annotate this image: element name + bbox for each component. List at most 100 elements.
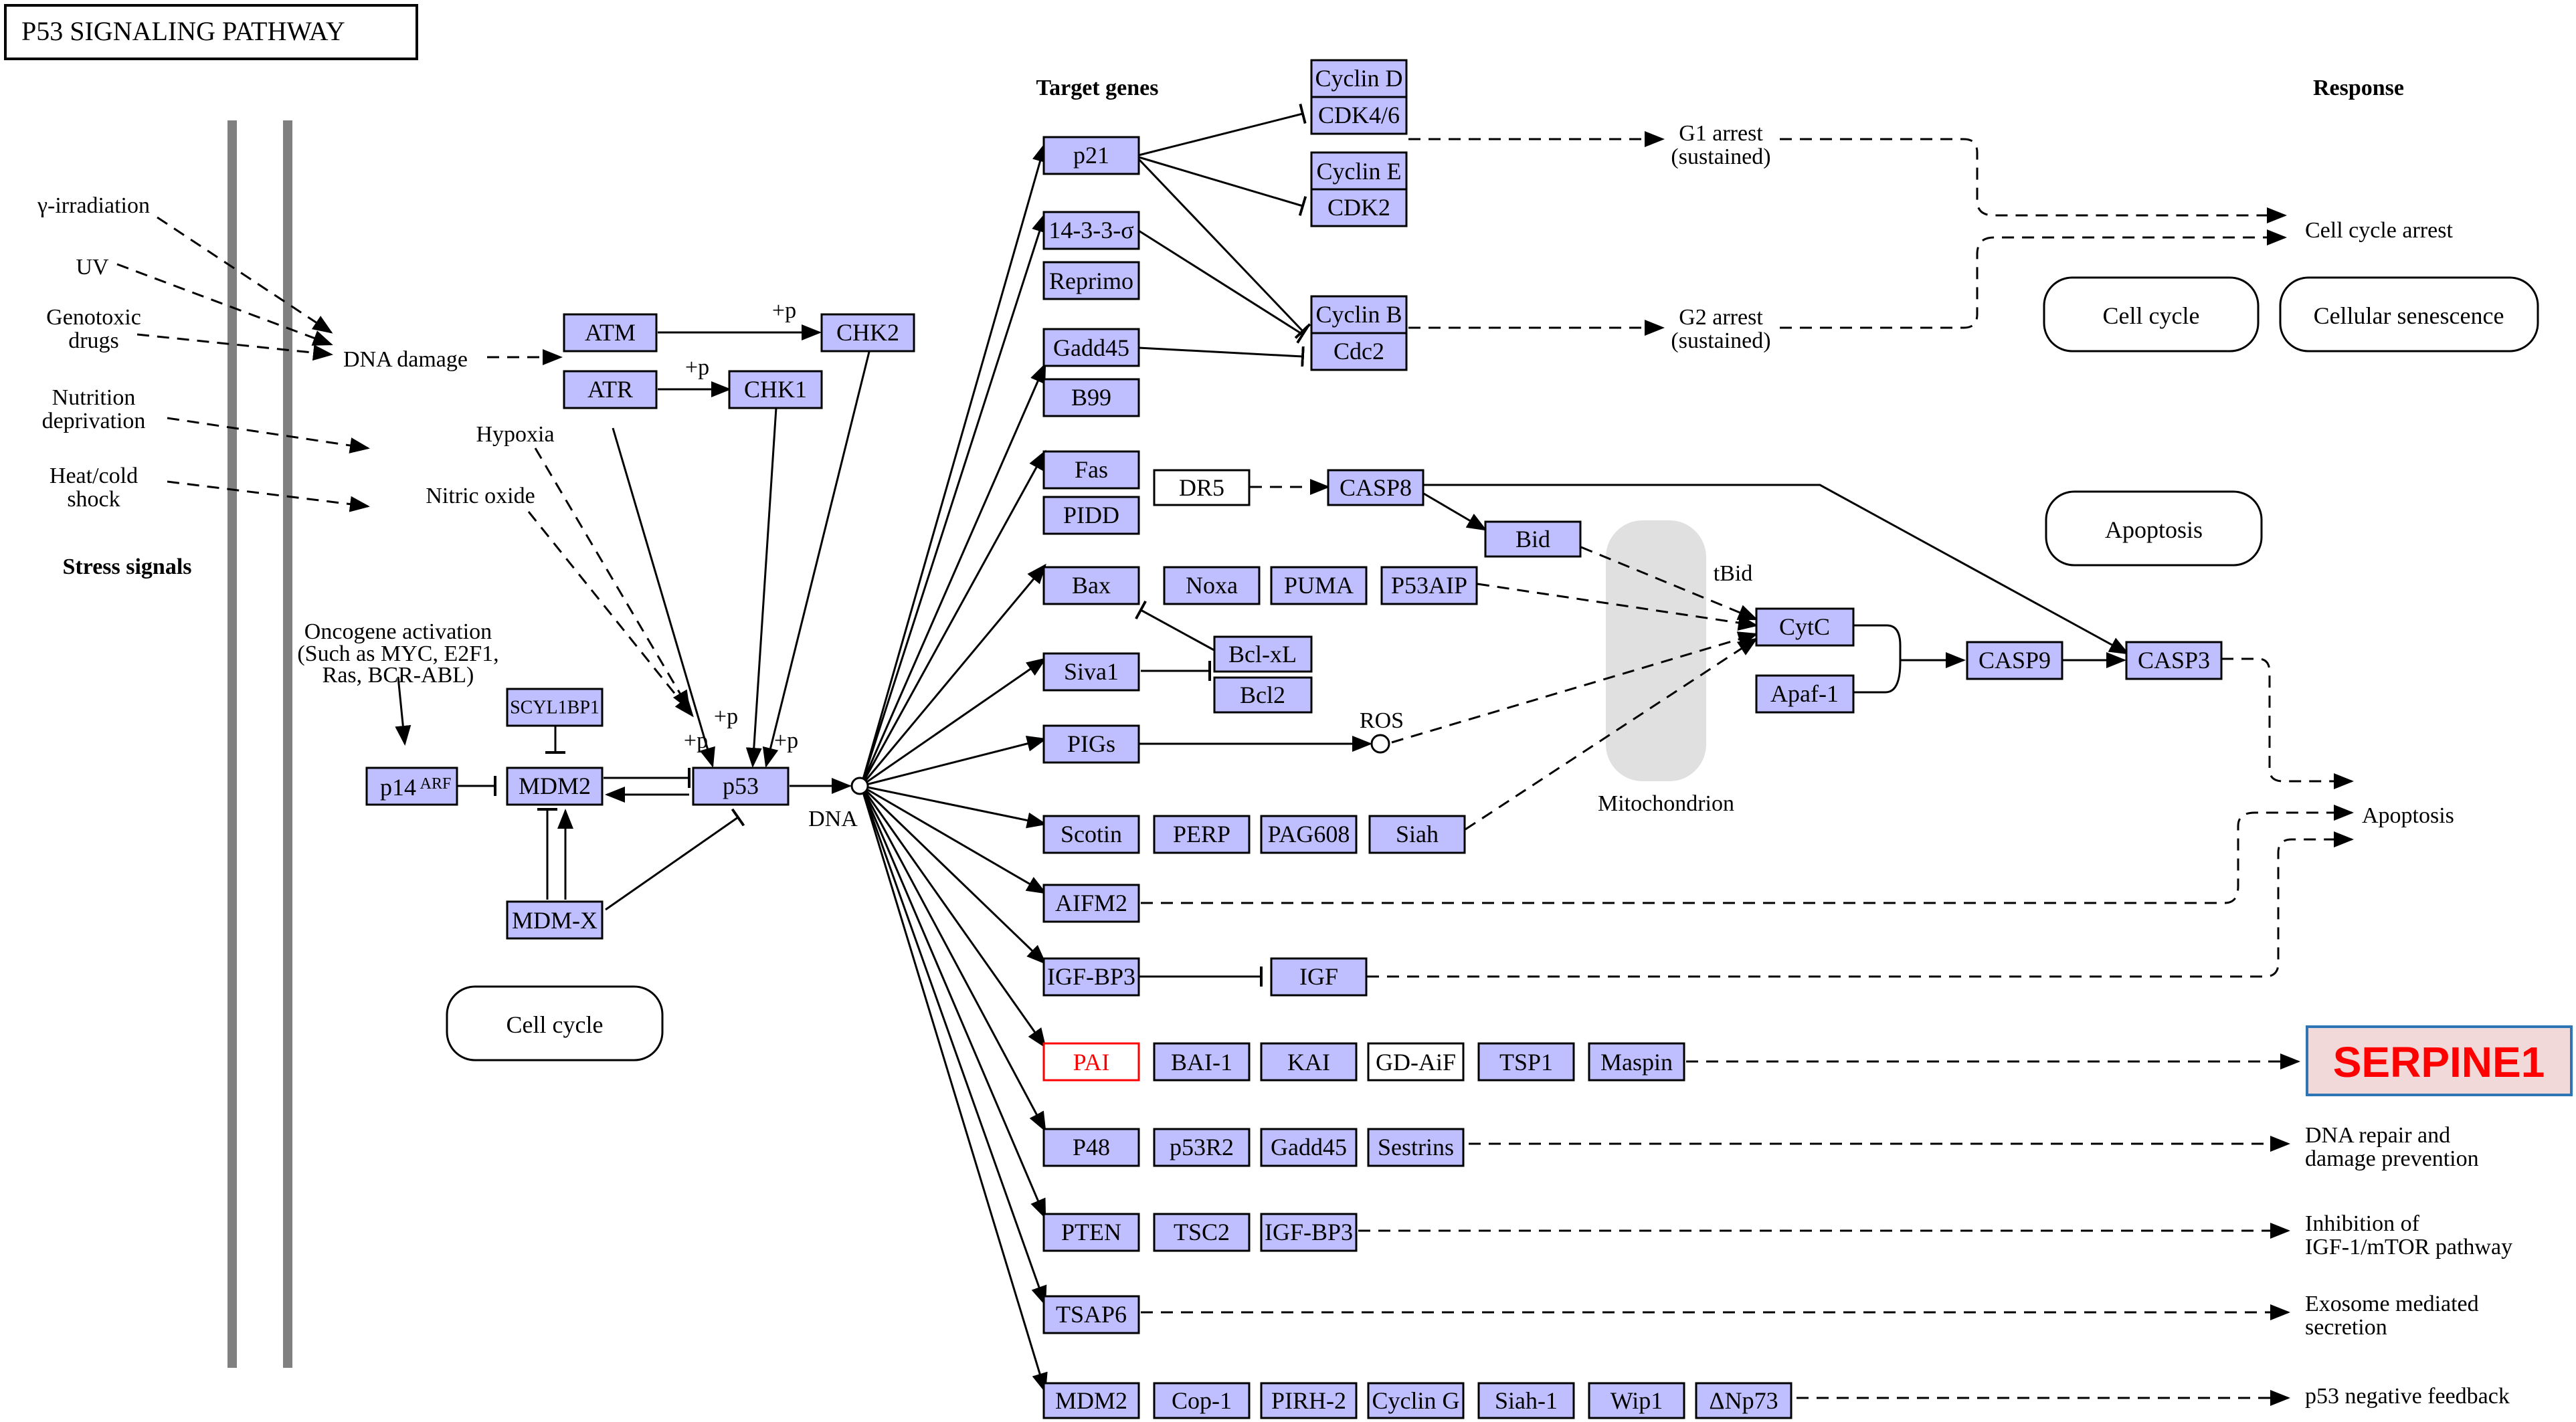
gene-b99[interactable]: B99 (1042, 378, 1140, 417)
gene-noxa[interactable]: Noxa (1163, 566, 1261, 605)
gene-gadd45[interactable]: Gadd45 (1042, 328, 1140, 367)
gene-siva1[interactable]: Siva1 (1042, 652, 1140, 692)
gene-cyclin-g[interactable]: Cyclin G (1367, 1382, 1465, 1419)
gene-p21[interactable]: p21 (1042, 136, 1140, 175)
gene-cyclin-e[interactable]: Cyclin E (1310, 151, 1408, 191)
svg-text:ATR: ATR (587, 376, 633, 403)
svg-text:Apoptosis: Apoptosis (2105, 516, 2203, 543)
dna-node (850, 777, 869, 795)
svg-text:p53R2: p53R2 (1170, 1134, 1234, 1160)
gene-p53aip[interactable]: P53AIP (1380, 566, 1478, 605)
gene-scotin[interactable]: Scotin (1042, 815, 1140, 854)
gene-tsp1[interactable]: TSP1 (1477, 1042, 1575, 1082)
gene-pidd[interactable]: PIDD (1042, 496, 1140, 535)
gene-cdc2[interactable]: Cdc2 (1310, 332, 1408, 371)
gene-igf-bp3-b[interactable]: IGF-BP3 (1260, 1213, 1358, 1252)
gene-cdk2[interactable]: CDK2 (1310, 188, 1408, 227)
gene-puma[interactable]: PUMA (1270, 566, 1368, 605)
gene-atr[interactable]: ATR (563, 370, 658, 409)
dna-damage-label: DNA damage (343, 347, 468, 372)
header-response: Response (2313, 76, 2404, 100)
gene-cyclin-d[interactable]: Cyclin D (1310, 59, 1408, 98)
gene-tsc2[interactable]: TSC2 (1153, 1213, 1251, 1252)
gene-cop1[interactable]: Cop-1 (1153, 1382, 1251, 1419)
cell-membrane (227, 120, 292, 1368)
gene-perp[interactable]: PERP (1153, 815, 1251, 854)
gene-pirh2[interactable]: PIRH-2 (1260, 1382, 1358, 1419)
svg-text:Bid: Bid (1515, 526, 1550, 552)
gene-mdm2[interactable]: MDM2 (506, 767, 604, 806)
svg-text:CDK2: CDK2 (1327, 194, 1390, 221)
gene-chk1[interactable]: CHK1 (728, 370, 823, 409)
gene-bax[interactable]: Bax (1042, 566, 1140, 605)
gene-p48[interactable]: P48 (1042, 1128, 1140, 1167)
gene-cytc[interactable]: CytC (1755, 607, 1855, 647)
cell-cycle-box-left[interactable]: Cell cycle (446, 985, 664, 1061)
gene-kai[interactable]: KAI (1260, 1042, 1358, 1082)
gene-bid[interactable]: Bid (1484, 520, 1582, 558)
svg-text:Cell cycle: Cell cycle (507, 1011, 604, 1038)
gene-chk2[interactable]: CHK2 (820, 313, 915, 352)
gene-dnp73[interactable]: ΔNp73 (1695, 1382, 1792, 1419)
gene-siah[interactable]: Siah (1368, 815, 1466, 854)
stress-shock: shock (67, 487, 120, 512)
gene-igf-bp3[interactable]: IGF-BP3 (1042, 957, 1140, 997)
gene-cyclin-b[interactable]: Cyclin B (1310, 295, 1408, 334)
gene-bcl2[interactable]: Bcl2 (1213, 676, 1313, 714)
svg-text:CASP8: CASP8 (1340, 474, 1412, 501)
apoptosis-box[interactable]: Apoptosis (2045, 490, 2263, 567)
gene-pten[interactable]: PTEN (1042, 1213, 1140, 1252)
gene-tsap6[interactable]: TSAP6 (1042, 1295, 1140, 1334)
gene-atm[interactable]: ATM (563, 313, 658, 352)
gene-mdmx[interactable]: MDM-X (506, 900, 604, 940)
gene-sestrins[interactable]: Sestrins (1367, 1128, 1465, 1167)
mitochondrion-shape (1606, 520, 1706, 781)
gene-pai[interactable]: PAI (1042, 1042, 1140, 1082)
gene-casp8[interactable]: CASP8 (1327, 469, 1424, 506)
svg-text:TSAP6: TSAP6 (1056, 1301, 1127, 1328)
svg-text:Cyclin G: Cyclin G (1372, 1387, 1460, 1414)
gene-p53r2[interactable]: p53R2 (1153, 1128, 1251, 1167)
header-stress-signals: Stress signals (62, 554, 191, 579)
stress-drugs: drugs (68, 328, 119, 353)
svg-text:Gadd45: Gadd45 (1053, 334, 1129, 361)
gene-14-3-3-sigma[interactable]: 14-3-3-σ (1042, 211, 1140, 250)
gene-fas[interactable]: Fas (1042, 450, 1140, 490)
gene-maspin[interactable]: Maspin (1588, 1042, 1685, 1082)
cell-cycle-box-right[interactable]: Cell cycle (2043, 276, 2260, 352)
gene-apaf1[interactable]: Apaf-1 (1755, 674, 1855, 714)
gene-dr5[interactable]: DR5 (1153, 469, 1251, 506)
svg-text:Siva1: Siva1 (1064, 658, 1119, 685)
gene-aifm2[interactable]: AIFM2 (1042, 884, 1140, 923)
svg-text:p14: p14 (380, 774, 416, 801)
gene-igf[interactable]: IGF (1270, 957, 1368, 997)
edges (116, 103, 2354, 1406)
response-igf-1: Inhibition of (2305, 1211, 2420, 1236)
svg-text:IGF: IGF (1299, 963, 1338, 990)
gene-gadd45-b[interactable]: Gadd45 (1260, 1128, 1358, 1167)
gene-mdm2-b[interactable]: MDM2 (1042, 1382, 1140, 1419)
gene-bai1[interactable]: BAI-1 (1153, 1042, 1251, 1082)
svg-text:Cyclin E: Cyclin E (1317, 158, 1402, 185)
gene-reprimo[interactable]: Reprimo (1042, 261, 1140, 300)
svg-text:p21: p21 (1073, 142, 1109, 169)
cellular-senescence-box[interactable]: Cellular senescence (2279, 276, 2539, 352)
svg-text:Sestrins: Sestrins (1378, 1134, 1454, 1160)
gene-p53[interactable]: p53 (692, 767, 790, 806)
gene-gd-aif[interactable]: GD-AiF (1367, 1042, 1465, 1082)
gene-p14arf[interactable]: p14 ARF (365, 767, 458, 806)
gene-pag608[interactable]: PAG608 (1260, 815, 1358, 854)
gene-cdk4-6[interactable]: CDK4/6 (1310, 96, 1408, 135)
gene-pigs[interactable]: PIGs (1042, 724, 1140, 764)
gene-scyl1bp1[interactable]: SCYL1BP1 (506, 688, 604, 727)
stress-heat-cold: Heat/cold (50, 464, 138, 488)
gene-casp9[interactable]: CASP9 (1966, 641, 2063, 680)
svg-text:KAI: KAI (1287, 1049, 1330, 1076)
gene-bcl-xl[interactable]: Bcl-xL (1213, 635, 1313, 673)
svg-text:MDM2: MDM2 (1055, 1387, 1127, 1414)
gene-siah1[interactable]: Siah-1 (1477, 1382, 1575, 1419)
gene-wip1[interactable]: Wip1 (1588, 1382, 1685, 1419)
svg-text:CytC: CytC (1779, 613, 1830, 640)
response-dna-repair-2: damage prevention (2305, 1146, 2479, 1171)
gene-casp3[interactable]: CASP3 (2125, 641, 2223, 680)
